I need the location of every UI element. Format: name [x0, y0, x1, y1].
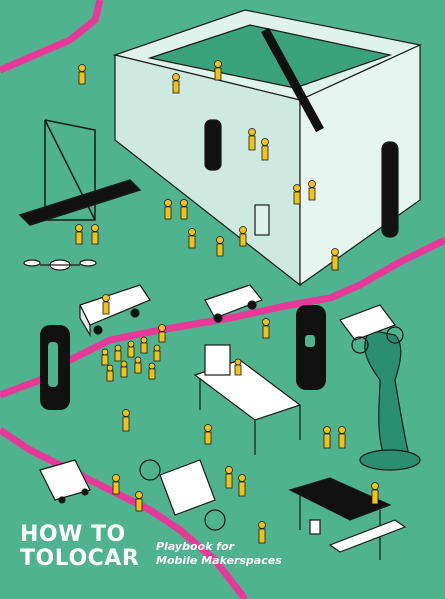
letter-c — [40, 325, 70, 410]
workbench — [193, 344, 302, 455]
cargo-bike — [339, 304, 404, 354]
van — [204, 284, 263, 323]
bicycle — [139, 459, 226, 531]
cover-subtitle: Playbook for Mobile Makerspaces — [156, 540, 282, 568]
title-line-1: HOW TO — [20, 522, 126, 547]
crane-frame — [18, 119, 142, 226]
title-line-2: TOLOCAR — [20, 546, 140, 571]
cover-title: HOW TO TOLOCAR — [20, 523, 139, 571]
tree-sculpture — [359, 329, 421, 471]
makerspace-building — [112, 9, 422, 287]
subtitle-line-2: Mobile Makerspaces — [156, 554, 282, 567]
subtitle-line-1: Playbook for — [156, 540, 234, 553]
cart-bottom-left — [39, 459, 91, 504]
table-bottom-right — [288, 477, 407, 560]
drone-icon — [23, 259, 97, 271]
letter-a — [296, 305, 326, 390]
people-figures — [75, 60, 379, 544]
truck — [79, 284, 151, 338]
